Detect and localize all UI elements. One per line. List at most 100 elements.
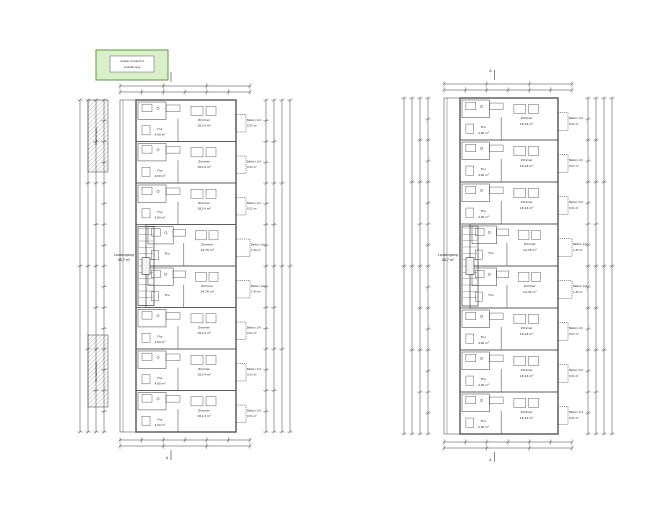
balcony-label: Balkon 1/4 [569,116,583,120]
shower-icon [465,101,476,110]
dimension-chain-left-outer [93,98,99,434]
flur-area: 4,00 m² [155,423,166,427]
balcony [235,197,247,216]
shower-icon [141,352,153,361]
desk-icon [190,396,204,407]
flur-label: Flur [165,251,171,255]
chair-icon [528,188,539,198]
room-label: Zimmer [198,325,211,329]
shower-icon [141,394,153,403]
unit-outline [459,307,559,351]
room-label: Zimmer [521,200,534,204]
chair-icon [205,106,217,116]
desk-icon [518,230,530,240]
kitchenette-icon [141,374,151,385]
balcony-label: Balkon 1/4 [251,242,265,246]
desk-icon [513,356,526,366]
stair-core [461,225,479,307]
room-area: 18,14 m² [197,373,211,377]
desk-icon [190,189,204,199]
balcony [557,196,569,215]
toilet-icon [164,272,168,276]
toilet-icon [156,397,160,401]
section-marker-bottom: A [166,456,169,460]
room-area: 18,14 m² [197,414,211,418]
toilet-icon [480,398,483,402]
dimension-chain-right-total [279,98,285,434]
flur-area: 4,00 m² [155,382,166,386]
balcony-area: 0,51 m² [569,206,579,210]
corridor-area: 48,7 m² [118,258,131,262]
room-label: Zimmer [201,284,214,288]
wardrobe-icon [496,228,509,236]
corridor-label: Laubengang [114,253,134,257]
toilet-icon [487,230,491,234]
bathroom [147,267,174,286]
room-area: 18,14 m² [197,331,211,335]
balcony-area: 0,51 m² [247,414,257,418]
balcony-area: 1,45 m² [573,248,583,252]
roof-label-box [109,55,155,73]
wardrobe-icon [489,102,504,110]
unit-outline [135,99,237,142]
room-area: 18,14 m² [520,416,534,420]
balcony-label: Balkon 1/4 [569,368,583,372]
balcony [557,112,569,131]
flur-area: 4,00 m² [155,133,166,137]
balcony-label: Balkon 1/4 [247,367,261,371]
dimension-chain-left-overall [401,96,407,436]
bathroom [471,267,497,286]
kitchenette-icon [141,416,151,426]
wardrobe-icon [165,395,181,403]
corridor-label: Laubengang [438,253,458,257]
balcony-area: 1,45 m² [573,290,583,294]
chair-icon [528,146,539,156]
chair-icon [205,355,217,365]
balcony-label: Balkon 1/4 [247,201,261,205]
chair-icon [531,230,541,240]
toilet-icon [156,148,160,152]
wardrobe-icon [165,187,181,195]
corridor-area: 48,7 m² [442,258,455,262]
room-area: 18,14 m² [520,374,534,378]
toilet-icon [480,356,483,360]
wardrobe-icon [489,144,504,152]
balcony [235,404,247,423]
kitchenette-icon [141,167,151,177]
room-area: 18,14 m² [520,206,534,210]
wardrobe-icon [489,312,504,320]
unit-outline [469,223,559,267]
unit-outline [135,141,237,184]
balcony-label: Balkon 1/4 [247,325,261,329]
balcony-area: 0,51 m² [569,374,579,378]
balcony-area: 0,51 m² [569,332,579,336]
balcony-label: Balkon 1/4 [569,158,583,162]
elevator-shaft [465,257,475,275]
balcony-label: Balkon 1/4 [247,159,261,163]
flur-label: Flur [157,417,163,421]
balcony-area: 0,51 m² [569,122,579,126]
room-label: Zimmer [521,158,534,162]
balcony [235,238,251,257]
kitchenette-icon [151,250,159,260]
dimension-chain-top [442,87,574,93]
chair-icon [205,313,217,324]
dimension-chain-right [263,98,269,434]
storage-note-bottom: Fahrradstellplatz [95,361,98,382]
balcony [557,322,569,341]
toilet-icon [156,355,160,359]
desk-icon [195,230,207,241]
dimension-chain-top [118,89,252,95]
dimension-chain-right-outer [271,98,277,434]
balcony-label: Balkon 1/4 [573,242,587,246]
dimension-chain-left [101,98,107,434]
balcony-area: 0,51 m² [569,416,579,420]
